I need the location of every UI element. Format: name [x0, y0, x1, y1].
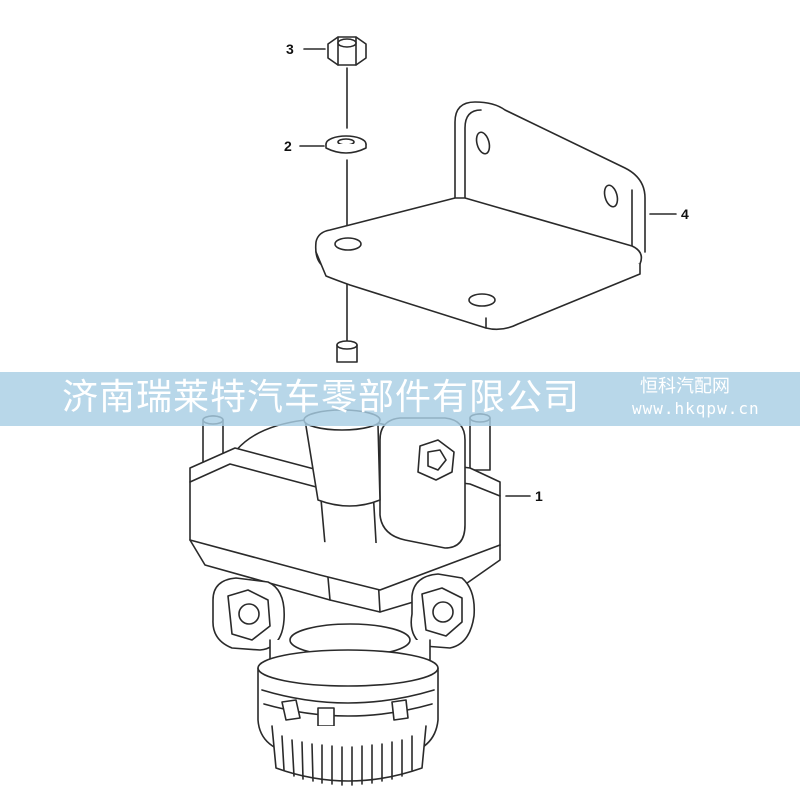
watermark-url: www.hkqpw.cn — [632, 399, 760, 418]
callout-1: 1 — [535, 488, 543, 504]
watermark-banner: 济南瑞莱特汽车零部件有限公司 恒科汽配网 www.hkqpw.cn — [0, 372, 800, 426]
relay-valve — [189, 340, 501, 786]
hex-nut — [327, 36, 367, 66]
watermark-brand-name: 恒科汽配网 — [640, 376, 730, 397]
washer — [325, 135, 367, 154]
callout-3: 3 — [286, 41, 294, 57]
callout-2: 2 — [284, 138, 292, 154]
mounting-bracket — [314, 101, 646, 331]
watermark-company-name: 济南瑞莱特汽车零部件有限公司 — [62, 377, 581, 418]
callout-4: 4 — [681, 206, 689, 222]
